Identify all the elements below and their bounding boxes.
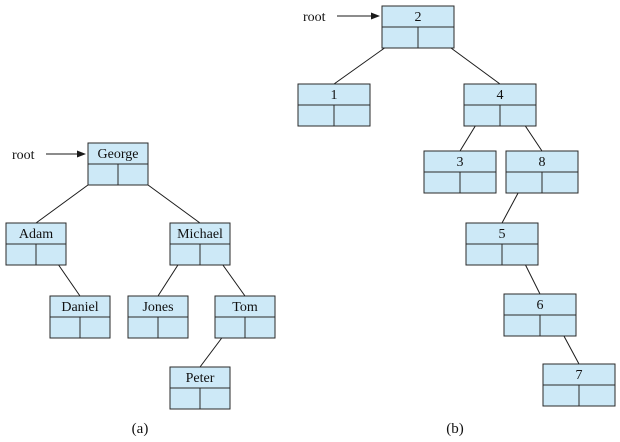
left-pointer-cell [505,171,543,194]
node-label: 7 [576,368,583,383]
node-label: 8 [539,155,546,170]
root-label-a: root [12,148,35,163]
caption-a: (a) [132,421,149,437]
left-pointer-cell [465,243,503,266]
left-pointer-cell [503,314,541,337]
tree-node-a-adam: Adam [5,222,67,266]
caption-b: (b) [446,421,464,437]
root-arrow-b [337,12,380,20]
tree-node-b-6: 6 [503,293,577,337]
node-label: 4 [497,88,504,103]
node-label: Daniel [61,300,98,315]
node-label: 5 [499,227,506,242]
left-pointer-cell [297,104,335,127]
tree-node-b-2: 2 [381,5,455,49]
tree-node-a-daniel: Daniel [49,295,111,339]
node-label: Jones [142,300,173,315]
node-label: 1 [331,88,338,103]
left-pointer-cell [169,243,201,266]
right-pointer-cell [244,316,276,339]
right-pointer-cell [539,314,577,337]
root-arrow-a [46,150,86,158]
node-label: Michael [177,227,223,242]
node-label: George [98,147,139,162]
right-pointer-cell [199,243,231,266]
left-pointer-cell [127,316,159,339]
tree-node-a-tom: Tom [214,295,276,339]
left-pointer-cell [87,163,119,186]
labels-layer: (a) (b) root root [12,10,464,437]
tree-node-a-michael: Michael [169,222,231,266]
left-pointer-cell [169,387,201,410]
right-pointer-cell [199,387,231,410]
right-pointer-cell [117,163,149,186]
node-label: 3 [457,155,464,170]
right-pointer-cell [35,243,67,266]
left-pointer-cell [5,243,37,266]
left-pointer-cell [463,104,501,127]
left-pointer-cell [214,316,246,339]
right-pointer-cell [157,316,189,339]
node-label: 2 [415,10,422,25]
right-pointer-cell [578,384,616,407]
right-pointer-cell [501,243,539,266]
tree-node-a-jones: Jones [127,295,189,339]
left-pointer-cell [381,26,419,49]
root-label-b: root [303,10,326,25]
right-pointer-cell [499,104,537,127]
right-pointer-cell [459,171,497,194]
node-label: Peter [186,371,215,386]
tree-node-a-george: George [87,142,149,186]
left-pointer-cell [49,316,81,339]
tree-node-b-8: 8 [505,150,579,194]
tree-node-b-4: 4 [463,83,537,127]
node-label: 6 [537,298,544,313]
tree-node-b-7: 7 [542,363,616,407]
right-pointer-cell [333,104,371,127]
right-pointer-cell [79,316,111,339]
tree-node-b-3: 3 [423,150,497,194]
tree-node-b-5: 5 [465,222,539,266]
right-pointer-cell [417,26,455,49]
right-pointer-cell [541,171,579,194]
node-label: Adam [19,227,53,242]
node-label: Tom [232,300,258,315]
tree-node-a-peter: Peter [169,366,231,410]
left-pointer-cell [423,171,461,194]
tree-node-b-1: 1 [297,83,371,127]
left-pointer-cell [542,384,580,407]
